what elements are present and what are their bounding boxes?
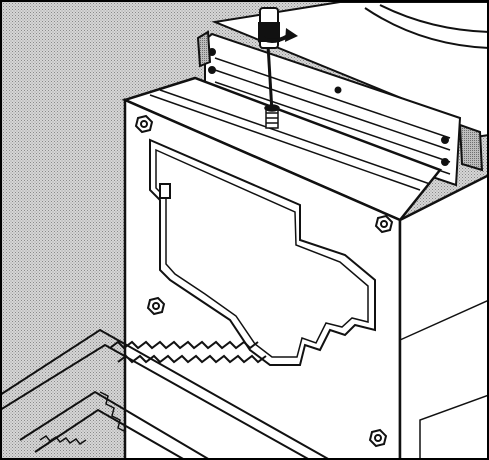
corner-bolts xyxy=(134,114,394,448)
bolt-top-left xyxy=(134,114,154,134)
bolt-bottom-left xyxy=(146,296,166,316)
front-cutout xyxy=(149,138,376,366)
screw-icon xyxy=(264,104,280,129)
bolt-bottom-right xyxy=(368,428,388,448)
foam-tray xyxy=(0,328,331,460)
screwdriver-icon xyxy=(258,7,298,113)
bolt-right-mid xyxy=(374,214,394,234)
rotation-arrow-icon xyxy=(258,28,298,43)
